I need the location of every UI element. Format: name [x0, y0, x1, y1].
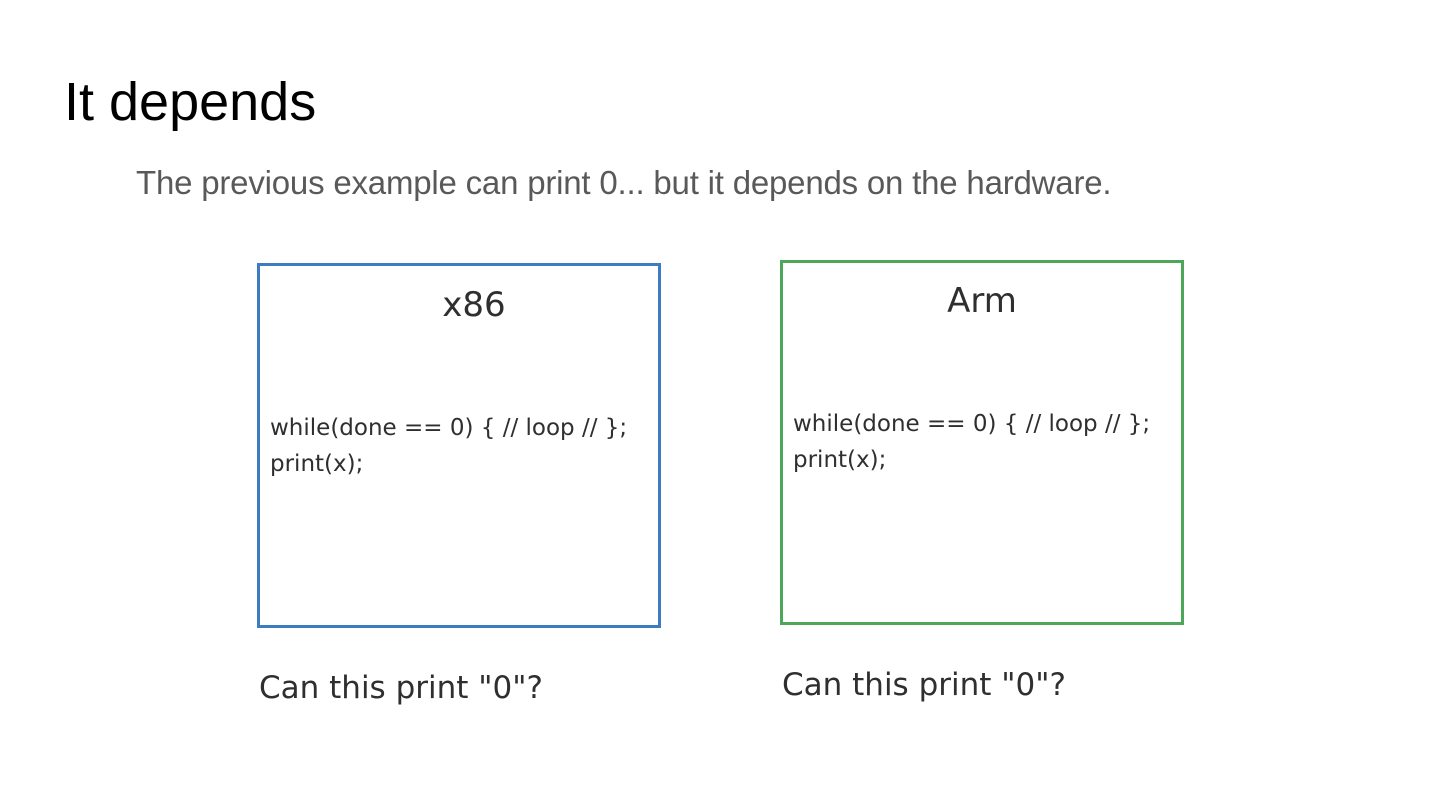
arm-panel-title: Arm	[947, 281, 1017, 321]
x86-question: Can this print "0"?	[259, 670, 543, 706]
arm-code-block: while(done == 0) { // loop // }; print(x…	[793, 406, 1150, 478]
arm-panel: Arm while(done == 0) { // loop // }; pri…	[780, 260, 1184, 625]
arm-code-line-loop: while(done == 0) { // loop // };	[793, 411, 1151, 437]
x86-code-line-loop: while(done == 0) { // loop // };	[270, 415, 628, 441]
x86-code-block: while(done == 0) { // loop // }; print(x…	[270, 410, 627, 482]
x86-panel-title: x86	[442, 285, 506, 325]
slide-title: It depends	[64, 72, 317, 132]
arm-question: Can this print "0"?	[782, 667, 1066, 703]
x86-panel: x86 while(done == 0) { // loop // }; pri…	[257, 263, 661, 628]
arm-code-line-print: print(x);	[793, 447, 887, 473]
x86-code-line-print: print(x);	[270, 451, 364, 477]
slide-subtitle: The previous example can print 0... but …	[136, 164, 1112, 201]
